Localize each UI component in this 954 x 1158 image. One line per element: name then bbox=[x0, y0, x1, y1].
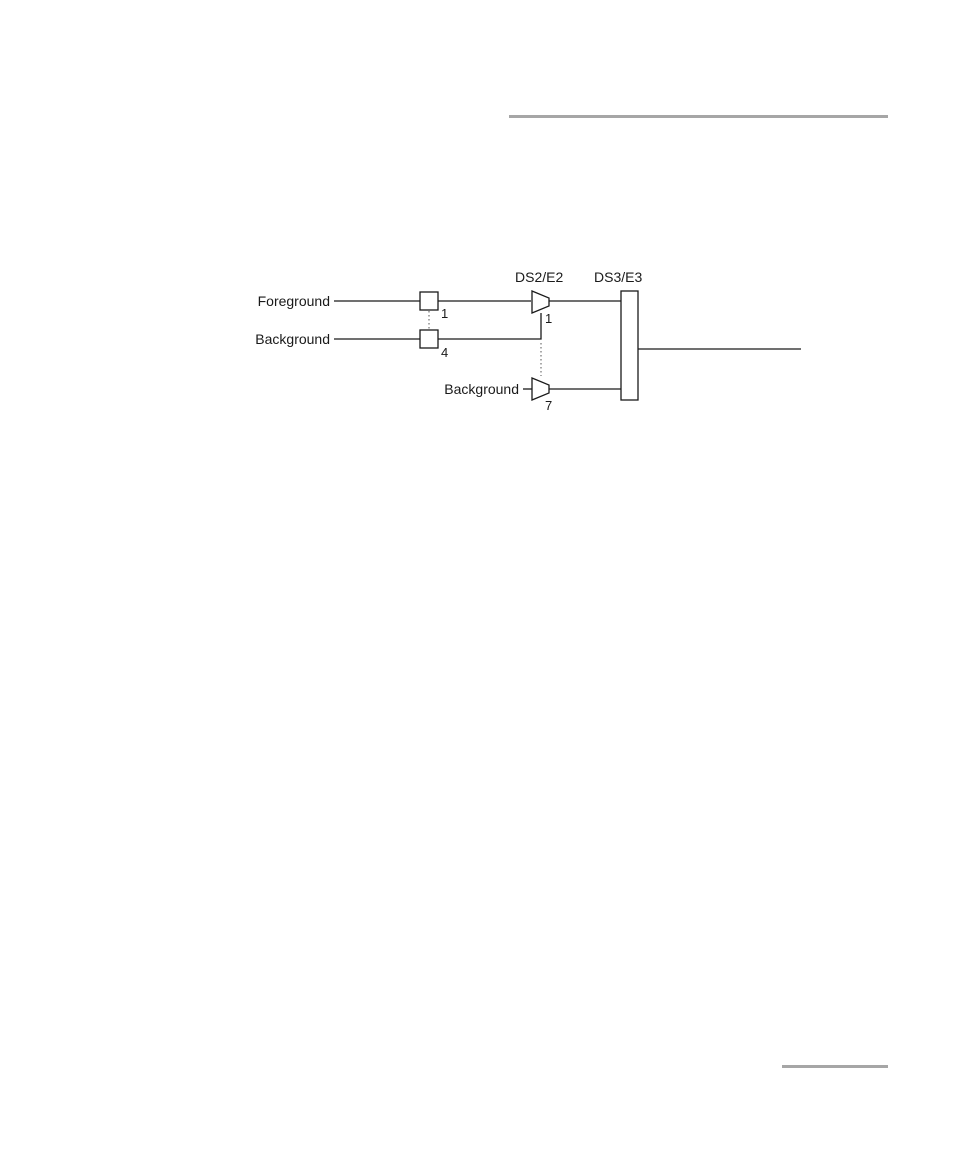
ds2-e2-label: DS2/E2 bbox=[515, 269, 563, 285]
mux-top-number: 1 bbox=[545, 311, 552, 326]
background-channel-box bbox=[420, 330, 438, 348]
background-label-low: Background bbox=[255, 331, 330, 347]
foreground-label: Foreground bbox=[258, 293, 330, 309]
background-to-mux-wire bbox=[438, 313, 541, 339]
mux-bottom-number: 7 bbox=[545, 398, 552, 413]
ds3-e3-label: DS3/E3 bbox=[594, 269, 642, 285]
footer-rule bbox=[782, 1065, 888, 1068]
ds3-e3-block bbox=[621, 291, 638, 400]
background-label-mux: Background bbox=[444, 381, 519, 397]
ds2-mux-bottom bbox=[532, 378, 549, 400]
ds2-mux-top bbox=[532, 291, 549, 313]
foreground-channel-box bbox=[420, 292, 438, 310]
box-bottom-number: 4 bbox=[441, 345, 448, 360]
box-top-number: 1 bbox=[441, 306, 448, 321]
